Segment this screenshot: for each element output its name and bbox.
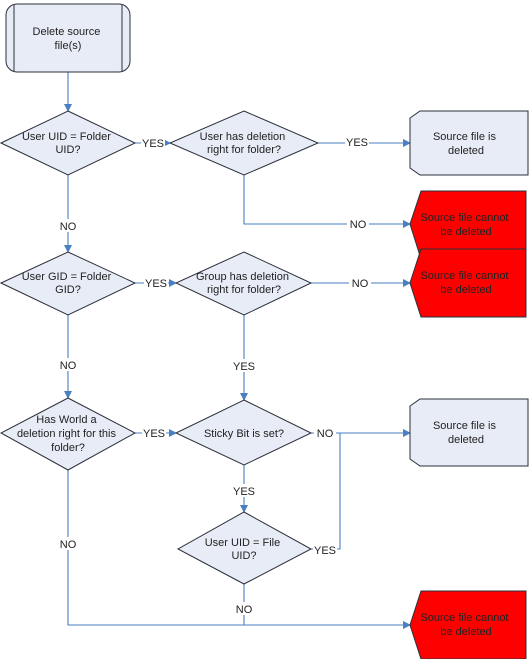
terminal-denied-3-line-1: Source file cannot [420,612,508,624]
start-line-1: Delete source [33,26,101,38]
decision-user-uid-line-2: UID? [55,144,80,156]
label-group-right-yes: YES [233,361,255,373]
label-file-uid-yes: YES [314,545,336,557]
edge-file-uid-yes [311,433,341,550]
label-world-yes: YES [143,428,165,440]
edge-world-no [67,470,411,629]
label-file-uid-no: NO [236,604,253,616]
edge-labels: YES YES NO NO YES NO NO YES YES NO YES Y… [57,136,371,616]
label-gid-yes: YES [145,278,167,290]
decision-user-gid-line-2: GID? [55,284,81,296]
start-line-2: file(s) [55,40,82,52]
svg-text:Source file is deleted: Source file is deleted [433,131,499,157]
decision-user-gid: User GID = Folder GID? [0,251,137,316]
terminal-denied-2: Source file cannot be deleted [409,248,527,318]
decision-user-uid-line-1: User UID = Folder [22,131,111,143]
decision-world-right-line-3: folder? [51,442,85,454]
svg-text:Sticky Bit is set?: Sticky Bit is set? [204,428,284,440]
decision-file-uid: User UID = File UID? [176,511,313,585]
label-gid-no: NO [60,360,77,372]
decision-group-right-line-2: right for folder? [207,284,281,296]
svg-text:User UID = Folder UID?: User UID = Folder UID? [22,131,114,156]
label-user-right-no: NO [350,219,367,231]
decision-user-right-line-1: User has deletion [200,131,286,143]
decision-sticky-bit: Sticky Bit is set? [174,399,313,466]
decision-sticky-bit-line-1: Sticky Bit is set? [204,428,284,440]
svg-text:Group has deletion right: Group has deletion right for folder? [196,271,292,296]
svg-text:User has deletion right: User has deletion right for folder? [200,131,289,156]
terminal-deleted-2: Source file is deleted [409,398,529,467]
decision-user-right: User has deletion right for folder? [168,110,320,176]
svg-text:Source file cannot be de: Source file cannot be deleted [420,212,511,238]
decision-user-uid: User UID = Folder UID? [0,110,137,176]
terminal-denied-2-line-2: be deleted [440,284,491,296]
svg-text:Source file is deleted: Source file is deleted [433,420,499,446]
decision-group-right: Group has deletion right for folder? [174,251,313,316]
decision-world-right-line-1: Has World a [36,414,97,426]
decision-file-uid-line-1: User UID = File [205,537,281,549]
edge-user-right-no [243,175,411,228]
decision-group-right-line-1: Group has deletion [196,271,289,283]
start-terminal: Delete source file(s) [5,3,131,73]
decision-user-right-line-2: right for folder? [207,144,281,156]
terminal-deleted-1-line-2: deleted [448,145,484,157]
svg-text:Has World a deletion rig: Has World a deletion right for this fold… [17,414,119,454]
label-user-right-yes: YES [346,137,368,149]
terminal-deleted-2-line-1: Source file is [433,420,496,432]
terminal-deleted-1: Source file is deleted [409,110,529,176]
label-sticky-no: NO [317,428,334,440]
label-uid-yes: YES [142,138,164,150]
svg-text:User GID = Folder GID?: User GID = Folder GID? [22,271,115,296]
terminal-denied-3: Source file cannot be deleted [409,590,527,659]
label-world-no: NO [60,539,77,551]
decision-file-uid-line-2: UID? [231,550,256,562]
label-uid-no: NO [60,221,77,233]
terminal-denied-1-line-2: be deleted [440,226,491,238]
terminal-denied-1-line-1: Source file cannot [420,212,508,224]
svg-text:User UID = File UID?: User UID = File UID? [205,537,284,562]
label-group-right-no: NO [352,278,369,290]
decision-world-right-line-2: deletion right for this [17,428,117,440]
terminal-denied-1: Source file cannot be deleted [409,190,527,260]
svg-text:Delete source file(s): Delete source file(s) [33,26,104,52]
svg-text:Source file cannot be de: Source file cannot be deleted [420,612,511,638]
decision-user-gid-line-1: User GID = Folder [22,271,112,283]
terminal-deleted-2-line-2: deleted [448,434,484,446]
decision-world-right: Has World a deletion right for this fold… [0,397,137,471]
svg-text:Source file cannot be de: Source file cannot be deleted [420,270,511,296]
terminal-deleted-1-line-1: Source file is [433,131,496,143]
terminal-denied-2-line-1: Source file cannot [420,270,508,282]
label-sticky-yes: YES [233,486,255,498]
terminal-denied-3-line-2: be deleted [440,626,491,638]
